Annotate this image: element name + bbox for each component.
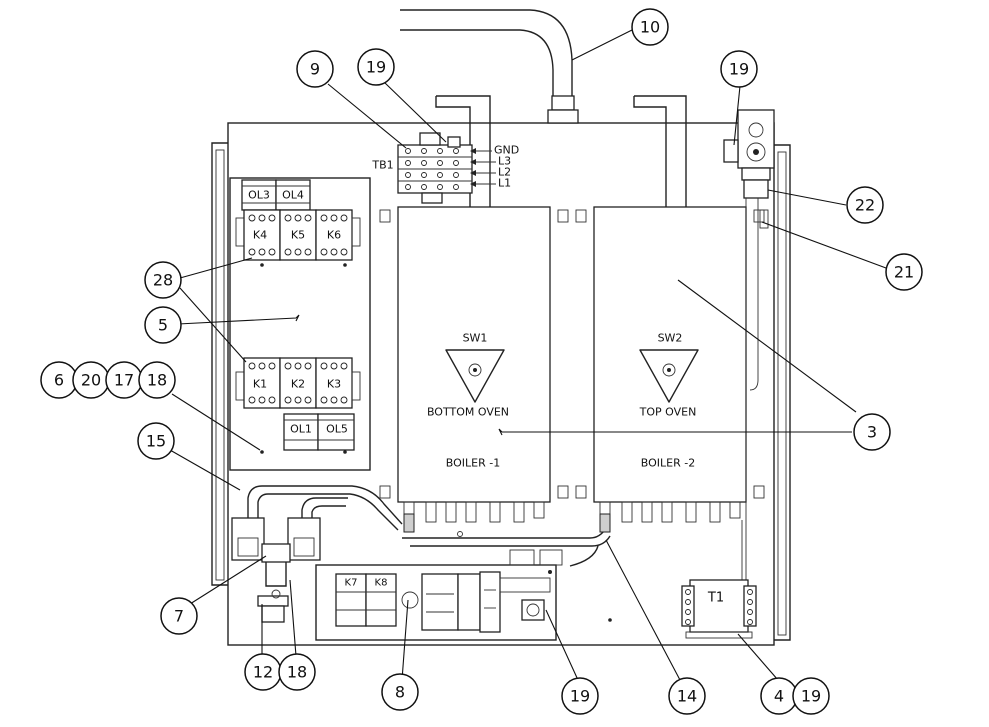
- svg-text:28: 28: [153, 271, 173, 290]
- callout-7: 7: [160, 597, 198, 635]
- svg-text:8: 8: [395, 683, 405, 702]
- callout-19-transformer: 19: [792, 677, 830, 715]
- label-ol3: OL3: [248, 189, 270, 202]
- boiler-2: [575, 206, 765, 523]
- svg-text:3: 3: [867, 423, 877, 442]
- label-ol5: OL5: [326, 423, 348, 436]
- transformer-t1: [681, 579, 757, 639]
- svg-text:21: 21: [894, 263, 914, 282]
- svg-text:15: 15: [146, 432, 166, 451]
- power-cord: [400, 9, 579, 124]
- callout-18-panel: 18: [138, 361, 176, 399]
- label-boiler-2: BOILER -2: [641, 457, 695, 470]
- svg-text:9: 9: [310, 60, 320, 79]
- callout-20: 20: [72, 361, 110, 399]
- control-panel: [229, 177, 371, 471]
- label-k4: K4: [253, 229, 267, 242]
- svg-text:20: 20: [81, 371, 101, 390]
- callout-3: 3: [853, 413, 891, 451]
- callout-5: 5: [144, 306, 182, 344]
- label-sw1: SW1: [463, 332, 488, 345]
- label-k5: K5: [291, 229, 305, 242]
- callout-19-switch: 19: [720, 50, 758, 88]
- svg-text:19: 19: [801, 687, 821, 706]
- pressure-switch-assembly: [723, 109, 775, 580]
- svg-text:18: 18: [287, 663, 307, 682]
- overload-relays-bottom: [283, 413, 355, 451]
- label-k3: K3: [327, 378, 341, 391]
- callout-19-tray: 19: [561, 677, 599, 715]
- label-bottom-oven: BOTTOM OVEN: [427, 406, 509, 419]
- label-top-oven: TOP OVEN: [639, 406, 697, 419]
- svg-text:5: 5: [158, 316, 168, 335]
- label-ol1: OL1: [290, 423, 312, 436]
- lower-tray: [315, 549, 612, 641]
- leader-lines: [169, 29, 887, 681]
- label-k2: K2: [291, 378, 305, 391]
- callout-17: 17: [105, 361, 143, 399]
- svg-text:4: 4: [774, 687, 784, 706]
- label-gnd: GND: [494, 144, 519, 157]
- label-l1: L1: [498, 177, 511, 190]
- svg-text:19: 19: [570, 687, 590, 706]
- svg-text:6: 6: [54, 371, 64, 390]
- svg-text:10: 10: [640, 18, 660, 37]
- terminal-block-tb1: [397, 132, 496, 204]
- callout-8: 8: [381, 673, 419, 711]
- label-k1: K1: [253, 378, 267, 391]
- label-ol4: OL4: [282, 189, 304, 202]
- callout-4: 4: [760, 677, 798, 715]
- contactors-k1-k3: [235, 357, 361, 409]
- label-l2: L2: [498, 166, 511, 179]
- callout-14: 14: [668, 677, 706, 715]
- callout-12: 12: [244, 653, 282, 691]
- callout-10: 10: [631, 8, 669, 46]
- water-lines: [231, 485, 611, 623]
- callout-21: 21: [885, 253, 923, 291]
- svg-text:22: 22: [855, 196, 875, 215]
- label-k8: K8: [375, 578, 388, 589]
- label-t1: T1: [707, 591, 724, 606]
- callout-18-valve: 18: [278, 653, 316, 691]
- label-l3: L3: [498, 155, 511, 168]
- label-k6: K6: [327, 229, 341, 242]
- svg-text:19: 19: [729, 60, 749, 79]
- callout-28: 28: [144, 261, 182, 299]
- callout-9: 9: [296, 50, 334, 88]
- svg-text:14: 14: [677, 687, 697, 706]
- callout-19-tb1: 19: [357, 48, 395, 86]
- label-sw2: SW2: [658, 332, 683, 345]
- boiler-1: [379, 206, 569, 523]
- overload-relays-top: [241, 179, 311, 211]
- svg-text:18: 18: [147, 371, 167, 390]
- contactors-k4-k6: [235, 209, 361, 261]
- callout-15: 15: [137, 422, 175, 460]
- callout-22: 22: [846, 186, 884, 224]
- svg-text:12: 12: [253, 663, 273, 682]
- svg-text:17: 17: [114, 371, 134, 390]
- label-k7: K7: [345, 578, 358, 589]
- callout-6: 6: [40, 361, 78, 399]
- label-boiler-1: BOILER -1: [446, 457, 500, 470]
- svg-text:19: 19: [366, 58, 386, 77]
- svg-text:7: 7: [174, 607, 184, 626]
- label-tb1: TB1: [371, 159, 393, 172]
